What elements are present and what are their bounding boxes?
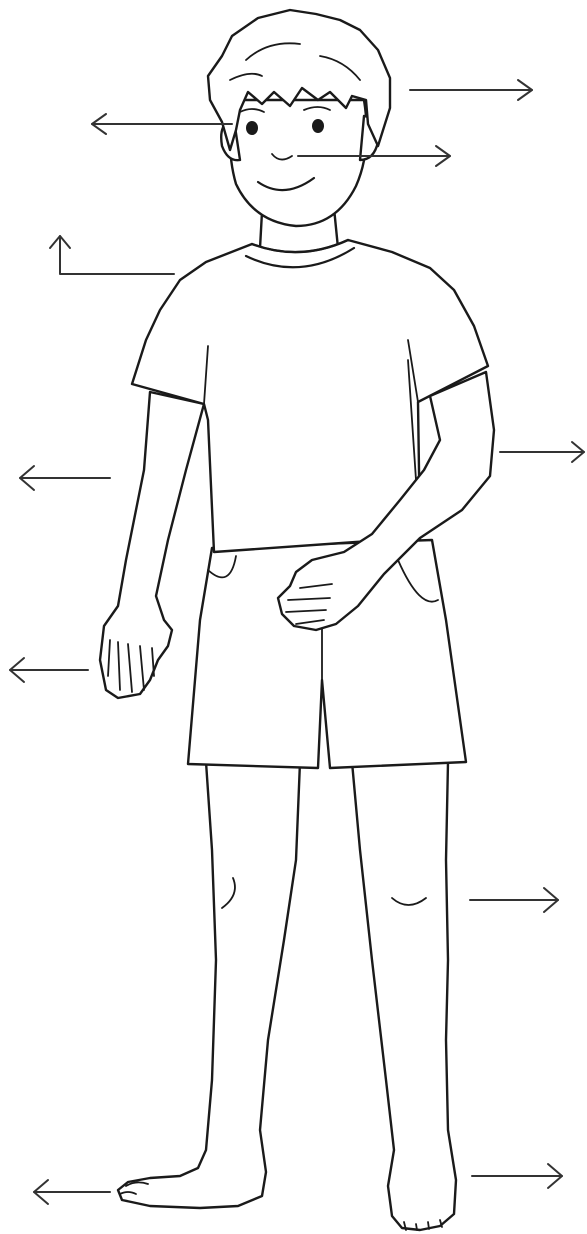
arrow-hair: [410, 80, 532, 100]
left-leg: [118, 762, 300, 1208]
arrow-eye: [92, 114, 232, 134]
right-eye: [312, 119, 324, 133]
face: [230, 100, 367, 226]
arrow-foot: [472, 1164, 562, 1188]
left-eye: [246, 121, 258, 135]
arrow-knee: [470, 888, 558, 912]
arrow-elbow: [500, 442, 584, 462]
right-leg: [352, 762, 456, 1230]
arrow-hand: [10, 658, 88, 682]
arrow-shoulder: [50, 236, 174, 274]
arrow-arm: [20, 466, 110, 490]
arrow-toes: [34, 1180, 110, 1204]
